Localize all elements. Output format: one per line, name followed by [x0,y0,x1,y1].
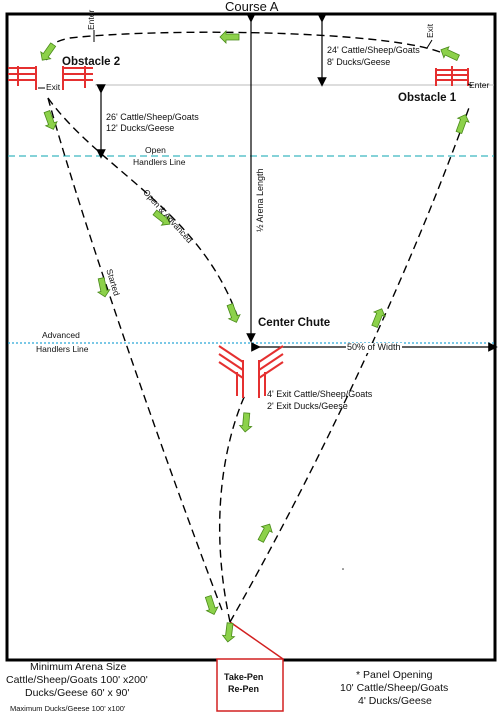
path-obstacle2-open-advanced [47,97,239,319]
left-distance-text-2: 12' Ducks/Geese [106,123,175,133]
arrow-3 [96,277,111,298]
top-distance-text-2: 8' Ducks/Geese [327,57,391,67]
arrow-11 [219,30,240,44]
take-pen-diagonal [229,621,284,660]
arena-length-text: ½ Arena Length [255,168,265,232]
advanced-handlers-text-1: Advanced [42,330,80,340]
re-pen-label: Re-Pen [228,684,260,694]
footer-left-4: Maximum Ducks/Geese 100' x100' [10,704,126,713]
course-title: Course A [225,0,279,14]
advanced-handlers-text-2: Handlers Line [36,344,89,354]
open-handlers-text-2: Handlers Line [133,157,186,167]
arrow-4 [226,303,241,323]
path-chute-to-obstacle1 [229,104,471,623]
footer-right-2: 10' Cattle/Sheep/Goats [340,682,449,694]
exit-label-left: Exit [46,82,61,92]
enter-exit-pointers [38,30,473,89]
exit-size-text-2: 2' Exit Ducks/Geese [267,401,348,411]
arrow-6 [43,110,58,130]
obstacle-2-panels [8,66,93,90]
top-distance-text-1: 24' Cattle/Sheep/Goats [327,45,420,55]
obstacle-1-panels [435,66,469,86]
arrow-10 [455,114,470,134]
arrow-8 [257,523,273,543]
footer-left-2: Cattle/Sheep/Goats 100' x200' [6,674,148,686]
arrow-9 [371,308,386,328]
path-takepen-to-chute [219,394,246,623]
footer-left-3: Ducks/Geese 60' x 90' [25,687,130,699]
enter-label-top: Enter [86,9,96,30]
enter-label-right: Enter [469,80,490,90]
take-pen-box [216,658,284,712]
direction-arrows [40,30,470,643]
footer-right-1: * Panel Opening [356,669,433,681]
path-obstacle2-started [47,97,223,611]
open-handlers-text-1: Open [145,145,166,155]
obstacle-2-label: Obstacle 2 [62,56,121,68]
take-pen-label: Take-Pen [224,672,264,682]
arrow-2 [204,595,219,616]
arrow-1 [221,622,236,643]
exit-size-text-1: 4' Exit Cattle/Sheep/Goats [267,389,373,399]
arrow-13 [40,42,57,61]
footer-right-3: 4' Ducks/Geese [358,695,432,707]
center-chute-panels [218,345,284,398]
center-chute-label: Center Chute [258,317,331,329]
obstacle-1-label: Obstacle 1 [398,92,457,104]
arrow-5 [152,209,171,226]
width-text: 50% of Width [346,342,402,353]
arrow-7 [238,412,253,433]
footer-left-1: Minimum Arena Size [30,661,127,673]
exit-label-top: Exit [425,23,435,38]
stray-dot [342,568,344,570]
arrow-12 [440,46,460,62]
left-distance-text-1: 26' Cattle/Sheep/Goats [106,112,199,122]
